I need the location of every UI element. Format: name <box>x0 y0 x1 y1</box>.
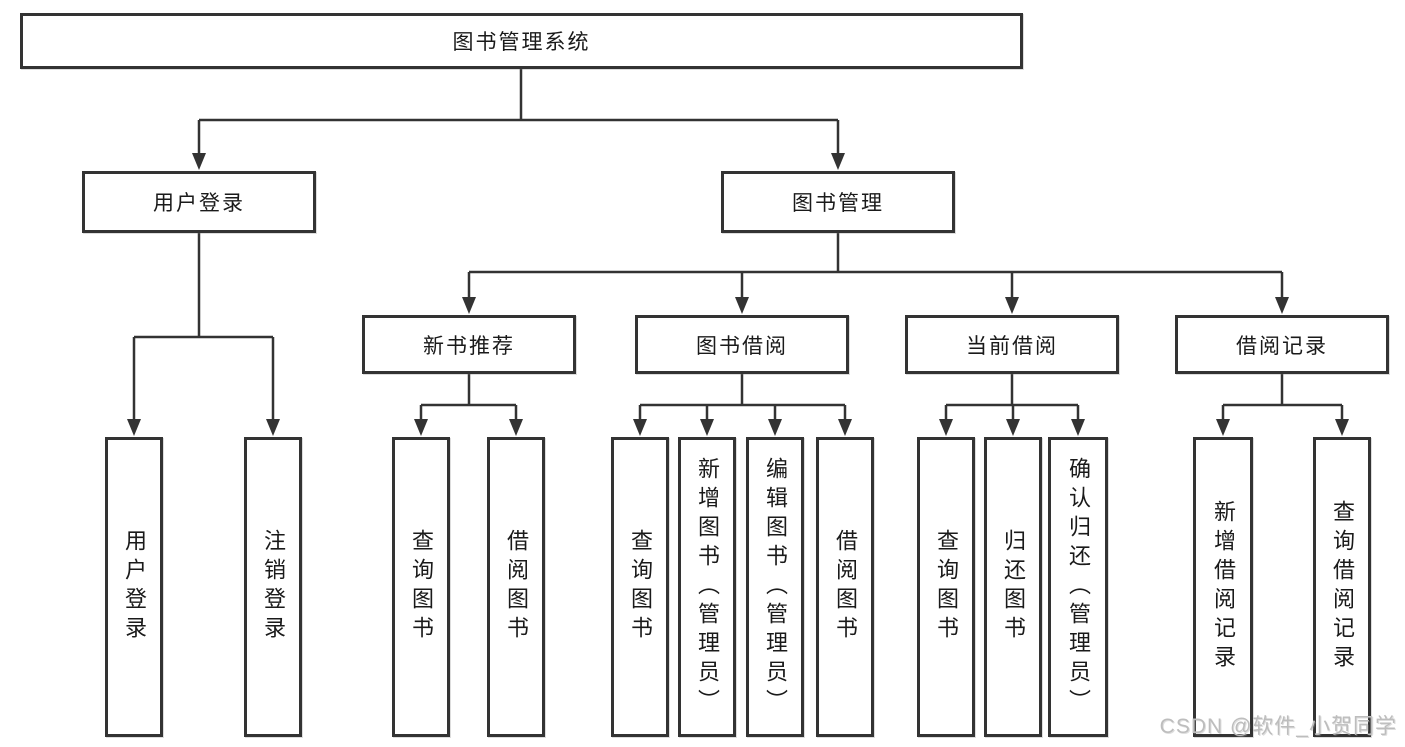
node-root-library-system: 图书管理系统 <box>20 13 1023 69</box>
leaf-query-borrow-record: 查询借阅记录 <box>1313 437 1371 737</box>
leaf-logout: 注销登录 <box>244 437 302 737</box>
leaf-label: 借阅图书 <box>833 529 858 645</box>
leaf-edit-books-admin: 编辑图书（管理员） <box>746 437 804 737</box>
leaf-borrow-books-2: 借阅图书 <box>816 437 874 737</box>
leaf-add-books-admin: 新增图书（管理员） <box>678 437 736 737</box>
leaf-borrow-books-1: 借阅图书 <box>487 437 545 737</box>
node-book-borrow: 图书借阅 <box>635 315 849 374</box>
node-current-borrow: 当前借阅 <box>905 315 1119 374</box>
leaf-label: 确认归还（管理员） <box>1066 456 1091 718</box>
leaf-return-books: 归还图书 <box>984 437 1042 737</box>
leaf-label: 查询图书 <box>628 529 653 645</box>
leaf-label: 查询图书 <box>934 529 959 645</box>
leaf-add-borrow-record: 新增借阅记录 <box>1193 437 1253 737</box>
leaf-label: 编辑图书（管理员） <box>763 456 788 718</box>
leaf-label: 借阅图书 <box>504 529 529 645</box>
node-borrow-records: 借阅记录 <box>1175 315 1389 374</box>
leaf-label: 用户登录 <box>122 529 147 645</box>
csdn-watermark: CSDN @软件_小贺同学 <box>1159 715 1397 738</box>
leaf-label: 注销登录 <box>261 529 286 645</box>
leaf-label: 归还图书 <box>1001 529 1026 645</box>
node-book-management: 图书管理 <box>721 171 955 233</box>
leaf-label: 查询图书 <box>409 529 434 645</box>
leaf-query-books-3: 查询图书 <box>917 437 975 737</box>
node-user-login: 用户登录 <box>82 171 316 233</box>
node-new-book-recommend: 新书推荐 <box>362 315 576 374</box>
leaf-label: 新增图书（管理员） <box>695 456 720 718</box>
leaf-label: 查询借阅记录 <box>1330 500 1355 674</box>
leaf-confirm-return-admin: 确认归还（管理员） <box>1048 437 1108 737</box>
leaf-label: 新增借阅记录 <box>1211 500 1236 674</box>
leaf-user-login: 用户登录 <box>105 437 163 737</box>
leaf-query-books-1: 查询图书 <box>392 437 450 737</box>
leaf-query-books-2: 查询图书 <box>611 437 669 737</box>
